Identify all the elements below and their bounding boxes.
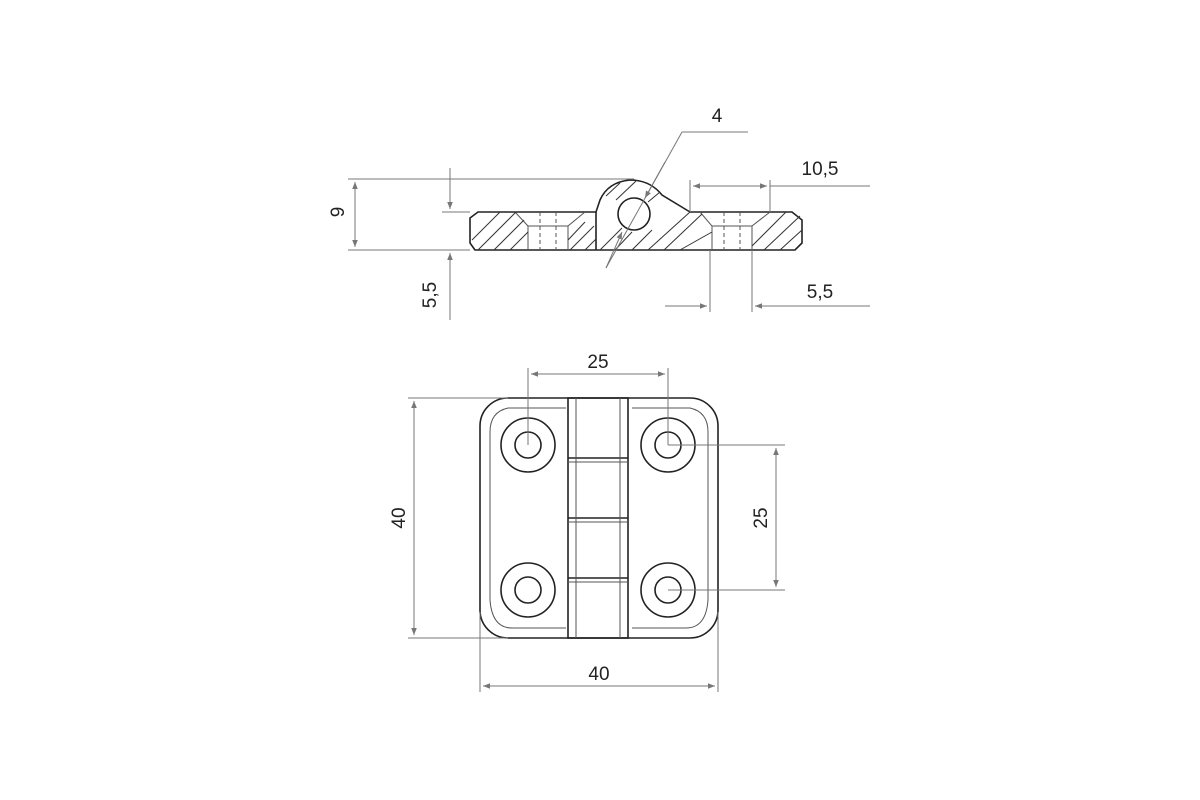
left-leaf: [489, 407, 566, 629]
dim-height: 40: [389, 507, 410, 528]
pin-circle: [617, 197, 651, 231]
dim-hole-spacing-horizontal: 25: [587, 352, 608, 373]
dim-hole-spacing-vertical: 25: [751, 507, 772, 528]
hole-bottom-left: [500, 562, 556, 618]
dim-leaf-thickness: 5,5: [420, 282, 441, 308]
countersink-right: [699, 211, 771, 250]
countersink-left: [514, 211, 586, 250]
top-view: 25 25 40 40: [389, 352, 785, 692]
side-view-outline: [469, 179, 803, 251]
section-hatching: [471, 180, 803, 251]
dim-total-height: 9: [328, 207, 349, 218]
dim-width: 40: [588, 664, 609, 685]
dim-pin-diameter: 4: [712, 106, 723, 127]
right-leaf: [632, 407, 709, 629]
side-view: 9 5,5 4 10,5 5,5: [328, 106, 870, 320]
knuckle: [567, 397, 629, 639]
dim-hole-diameter: 5,5: [807, 282, 833, 303]
dim-countersink: 10,5: [802, 159, 839, 180]
